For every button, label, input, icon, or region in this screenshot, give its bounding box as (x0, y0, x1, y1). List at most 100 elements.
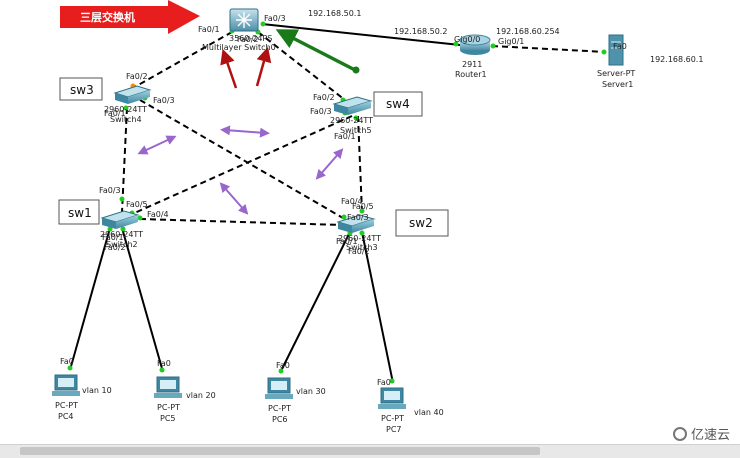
port-label: Fa0/4 (147, 210, 169, 219)
pc5-name: PC5 (160, 414, 176, 423)
link-sw1-pc4 (69, 227, 111, 371)
port-dot (490, 43, 496, 49)
multilayer-switch-glyph (236, 12, 252, 28)
tag-box (59, 77, 103, 101)
pc-keyboard (378, 404, 406, 409)
port-label: Fa0 (377, 378, 391, 387)
port-dots (67, 21, 607, 384)
port-dot (120, 226, 126, 232)
server1[interactable]: Server-PT Server1 (597, 34, 635, 89)
port-label: Gig0/0 (454, 35, 480, 44)
switch4-model: 2960-24TT (104, 105, 147, 114)
pc4-name: PC4 (58, 412, 74, 421)
port-label: Fa0/3 (310, 107, 332, 116)
link-sw2-pc7 (361, 231, 394, 384)
server-model: Server-PT (597, 69, 635, 78)
pc6-name: PC6 (272, 415, 288, 424)
tag-sw3: sw3 (59, 77, 103, 101)
links (69, 23, 607, 384)
banner-text: 三层交换机 (80, 10, 135, 24)
green-arrow-tail (352, 66, 360, 74)
switch4[interactable]: 2960-24TT Switch4 (104, 85, 152, 124)
switch3[interactable]: 2960-24TT Switch3 (336, 214, 381, 252)
pc7-name: PC7 (386, 425, 402, 434)
port-label: Fa0/1 (104, 109, 126, 118)
purple-arrow (220, 125, 270, 138)
tag-box (373, 91, 423, 117)
router1[interactable]: 2911 Router1 (455, 34, 491, 79)
pc-keyboard (52, 391, 80, 396)
port-label: Fa0/2 (104, 243, 126, 252)
port-label: Fa0/3 (347, 213, 369, 222)
horizontal-scrollbar[interactable] (0, 444, 740, 458)
port-label: Fa0/4 (341, 197, 363, 206)
server-name: Server1 (602, 80, 633, 89)
pc5-model: PC-PT (157, 403, 180, 412)
switch-side (338, 222, 352, 233)
pc6-model: PC-PT (268, 404, 291, 413)
port-label: Fa0 (157, 359, 171, 368)
tag-box (58, 199, 100, 225)
link-ml-sw4 (257, 31, 346, 101)
port-label: Fa0/3 (99, 186, 121, 195)
port-dot (107, 226, 113, 232)
switch-side (334, 104, 348, 115)
port-label: Fa0/2 (126, 72, 148, 81)
red-arrow (220, 48, 238, 89)
switch2[interactable]: 2960-24TT Switch2 (100, 210, 143, 249)
tag-sw4: sw4 (373, 91, 423, 117)
port-dot (341, 214, 347, 220)
tag-sw3-text: sw3 (70, 83, 94, 97)
switch2-model: 2960-24TT (100, 230, 143, 239)
port-label: Fa0/5 (126, 200, 148, 209)
pc7[interactable]: PC-PT PC7 vlan 40 (378, 387, 444, 434)
port-dot (159, 367, 165, 373)
port-dot (353, 115, 359, 121)
red-arrow (255, 46, 272, 87)
port-label: Fa0/2 (348, 247, 370, 256)
port-label: Fa0/1 (102, 233, 124, 242)
switch-icon (116, 215, 138, 229)
multilayer-switch[interactable]: 3560-24PS Multilayer Switch0 (202, 8, 276, 52)
switch-side (102, 218, 116, 229)
link-sw3-sw2 (139, 99, 344, 219)
ml-name: Multilayer Switch0 (202, 43, 276, 52)
port-label: Gig0/1 (498, 37, 524, 46)
scrollbar-thumb[interactable] (20, 447, 540, 455)
switch-icon (128, 90, 150, 104)
tag-sw2: sw2 (395, 209, 449, 237)
tag-sw4-text: sw4 (386, 97, 410, 111)
pc7-model: PC-PT (381, 414, 404, 423)
pc4[interactable]: PC-PT PC4 vlan 10 (52, 374, 112, 421)
pc6-vlan: vlan 30 (296, 387, 326, 396)
port-label: Fa0/1 (336, 237, 358, 246)
port-dot (453, 41, 459, 47)
switch5-name: Switch5 (340, 126, 372, 135)
pc-keyboard (154, 393, 182, 398)
port-label: Fa0/1 (334, 132, 356, 141)
tag-sw1-text: sw1 (68, 206, 92, 220)
link-sw1-pc5 (121, 227, 164, 373)
switch5[interactable]: 2960-24TT Switch5 (330, 96, 373, 135)
pc5[interactable]: PC-PT PC5 vlan 20 (154, 376, 216, 423)
switch2-name: Switch2 (106, 240, 138, 249)
link-router-server (491, 45, 607, 53)
port-dot (601, 49, 607, 55)
port-label: Fa0/3 (153, 96, 175, 105)
port-dot (389, 378, 395, 384)
purple-arrow (137, 135, 177, 155)
ml-model: 3560-24PS (229, 34, 272, 43)
pc-screen (160, 380, 176, 389)
tag-box (395, 209, 449, 237)
pc7-vlan: vlan 40 (414, 408, 444, 417)
port-dot (359, 208, 365, 214)
topology-diagram: 三层交换机 (52, 0, 703, 434)
watermark-logo-icon (672, 426, 687, 441)
tag-sw1: sw1 (58, 199, 100, 225)
link-ml-sw3 (132, 31, 233, 89)
ip-r1-gig01: 192.168.60.254 (496, 27, 560, 36)
port-dot (67, 365, 73, 371)
pc6[interactable]: PC-PT PC6 vlan 30 (265, 377, 326, 424)
tag-sw2-text: sw2 (409, 216, 433, 230)
